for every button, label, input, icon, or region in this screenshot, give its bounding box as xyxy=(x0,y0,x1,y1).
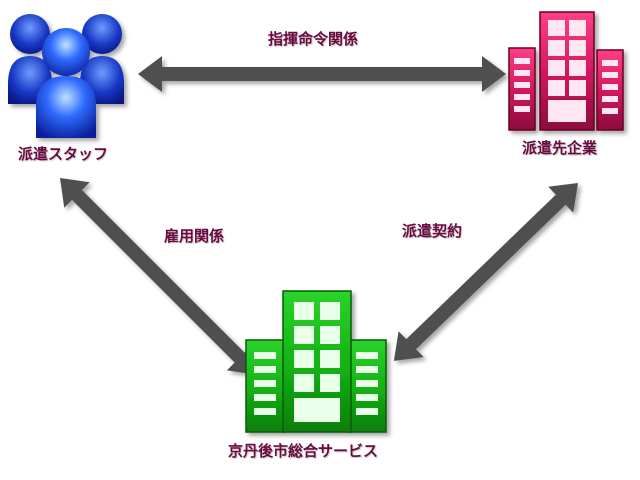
node-label-staff: 派遣スタッフ xyxy=(18,145,109,163)
people-icon xyxy=(8,14,124,138)
node-label-client: 派遣先企業 xyxy=(522,139,598,157)
building-icon xyxy=(245,290,387,433)
relation-label-command: 指揮命令関係 xyxy=(268,30,359,48)
arrow-command xyxy=(138,56,506,92)
arrow-contract xyxy=(393,183,578,361)
relation-label-contract: 派遣契約 xyxy=(402,222,463,240)
building-icon xyxy=(508,11,624,131)
node-label-company: 京丹後市総合サービス xyxy=(228,442,379,460)
arrow-employment xyxy=(60,178,257,375)
relation-label-employment: 雇用関係 xyxy=(164,227,225,245)
